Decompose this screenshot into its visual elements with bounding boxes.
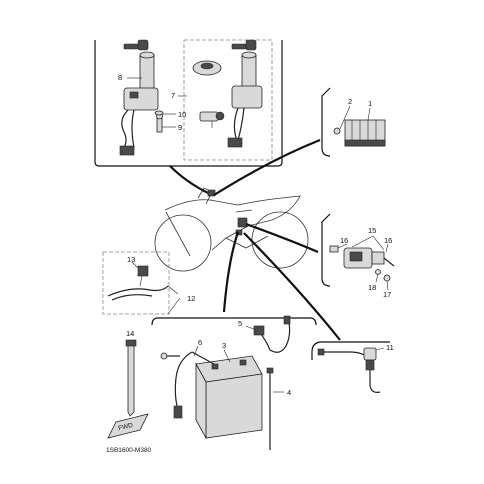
rectifier-group: 2 1 [321,87,386,157]
ignition-location-marker [235,229,243,236]
spark-plug-cap-group: 11 [311,341,394,393]
washer-part [154,110,164,116]
fwd-arrow: FWD [107,413,149,439]
kit-main-switch [227,39,263,148]
front-wheel [154,214,212,272]
wire-harness-group: 13 12 [102,251,195,315]
spark-plug-cap [317,347,381,393]
callout-3: 3 [222,341,226,350]
wire-harness-box [102,251,170,315]
lock-set-kit-box [183,39,273,161]
callout-2: 2 [348,97,352,106]
rectifier-regulator [344,119,386,147]
callout-7: 7 [171,91,175,100]
washer-17-part [383,274,391,282]
leader-battery [222,231,240,313]
breather-hose [266,367,274,450]
callout-9: 9 [178,123,182,132]
callout-1: 1 [368,99,372,108]
callout-15: 15 [368,226,376,235]
callout-4: 4 [287,388,291,397]
callout-10: 10 [178,110,186,119]
spark-plug-bracket [311,341,390,360]
main-switch [119,39,159,156]
callout-12: 12 [187,294,195,303]
harness-connector [137,265,149,277]
callout-6: 6 [198,338,202,347]
seat-lock [199,111,225,128]
motorcycle-outline [154,187,309,272]
diagram-code: 1SB1600-M380 [106,447,152,454]
ignition-coil-group: 15 16 16 18 17 [321,213,395,299]
rectifier-bracket [321,87,331,157]
wire-harness [107,285,169,297]
callout-5: 5 [238,319,242,328]
battery-group: 3 6 5 4 [151,315,317,450]
leader-spark-plug-cap [243,232,341,341]
coil-connector-left [329,245,339,253]
callout-17: 17 [383,290,391,299]
battery-bracket [151,317,317,326]
callout-8: 8 [118,73,122,82]
callout-16b: 16 [384,236,392,245]
fuel-cap-lock [192,60,222,76]
callout-11: 11 [386,343,394,352]
leader-rectifier [213,138,321,196]
battery-plus-lead [253,315,291,353]
callout-13: 13 [127,255,135,264]
ignition-coil-bracket [321,213,331,287]
callout-16a: 16 [340,236,348,245]
battery-minus-lead [160,351,215,419]
lock-set-group: 8 10 9 7 [94,39,283,167]
callout-18: 18 [368,283,376,292]
leader-ignition-coil [245,222,319,254]
battery [195,355,263,440]
nut-part [375,269,381,275]
lock-set-bracket [94,40,283,167]
callout-14: 14 [126,329,134,338]
switch-location-marker [207,189,216,197]
bolt-part [333,127,341,135]
ignition-coil [343,247,395,269]
battery-location-marker [237,217,248,228]
band-part [125,339,137,417]
fwd-label: FWD [118,422,134,432]
leader-lock-set [169,165,209,194]
